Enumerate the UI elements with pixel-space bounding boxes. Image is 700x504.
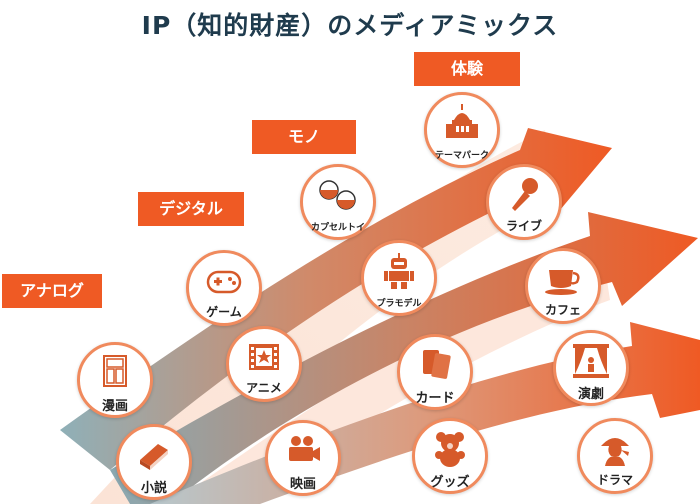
item-live-label: ライブ — [505, 219, 542, 233]
arrow-top — [60, 128, 612, 470]
teddy-bear-icon — [435, 432, 465, 467]
item-cafe: カフェ — [525, 248, 601, 324]
item-goods-label: グッズ — [430, 475, 470, 490]
item-card-label: カード — [415, 391, 455, 406]
tag-digital: デジタル — [138, 192, 244, 226]
item-live: ライブ — [486, 164, 562, 240]
item-capsule-toy: カプセルトイ — [300, 164, 376, 240]
item-theme-park: テーマパーク — [424, 92, 500, 168]
item-engeki: 演劇 — [553, 330, 629, 406]
item-anime: アニメ — [226, 326, 302, 402]
item-shosetsu-label: 小説 — [140, 481, 167, 496]
item-card: カード — [397, 334, 473, 410]
item-game: ゲーム — [186, 250, 262, 326]
manga-icon — [103, 355, 127, 387]
item-game-label: ゲーム — [206, 305, 242, 319]
item-shosetsu: 小説 — [116, 424, 192, 500]
tag-mono: モノ — [252, 120, 356, 154]
item-anime-label: アニメ — [246, 381, 282, 395]
item-plamodel-label: プラモデル — [376, 299, 422, 309]
tag-taiken: 体験 — [414, 52, 520, 86]
microphone-icon — [512, 178, 538, 211]
item-plamodel: プラモデル — [361, 240, 437, 316]
item-manga: 漫画 — [77, 342, 153, 418]
coffee-cup-icon — [545, 270, 580, 295]
robot-icon — [384, 253, 414, 289]
item-cafe-label: カフェ — [544, 303, 581, 317]
capsule-icon — [319, 180, 356, 210]
cards-icon — [423, 350, 451, 379]
item-drama: ドラマ — [577, 418, 653, 494]
item-theme-park-label: テーマパーク — [434, 151, 489, 161]
item-eiga-label: 映画 — [289, 477, 316, 492]
movie-camera-icon — [289, 436, 320, 461]
tag-analog: アナログ — [2, 274, 102, 308]
item-manga-label: 漫画 — [101, 399, 128, 414]
item-drama-label: ドラマ — [596, 473, 633, 487]
castle-icon — [446, 104, 478, 138]
item-eiga: 映画 — [265, 420, 341, 496]
film-icon — [249, 344, 279, 370]
page-title: IP（知的財産）のメディアミックス — [141, 11, 559, 40]
theater-stage-icon — [573, 344, 609, 378]
detective-icon — [601, 438, 629, 466]
gamepad-icon — [206, 270, 242, 294]
item-goods: グッズ — [412, 418, 488, 494]
item-engeki-label: 演劇 — [577, 387, 604, 402]
item-capsule-toy-label: カプセルトイ — [310, 223, 365, 233]
book-icon — [140, 444, 168, 470]
